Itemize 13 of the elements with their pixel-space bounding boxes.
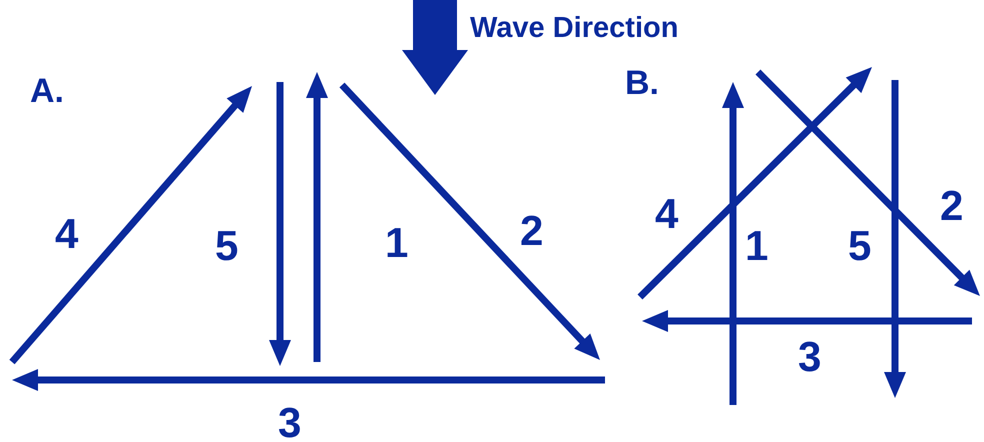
arrow-number: 1 (385, 222, 408, 264)
arrow-number: 3 (798, 336, 822, 378)
arrow-number: 5 (215, 225, 238, 267)
arrow-number: 1 (745, 225, 768, 267)
arrow-number: 4 (655, 193, 678, 235)
arrow-number: 5 (848, 225, 872, 267)
panel-label: B. (625, 66, 659, 100)
arrow-number: 2 (940, 185, 964, 227)
arrow-number: 4 (55, 213, 78, 255)
arrow-number: 3 (278, 402, 302, 442)
caption-text: Wave Direction (470, 14, 678, 43)
panel-label: A. (30, 74, 64, 108)
arrow-number: 2 (520, 210, 544, 252)
